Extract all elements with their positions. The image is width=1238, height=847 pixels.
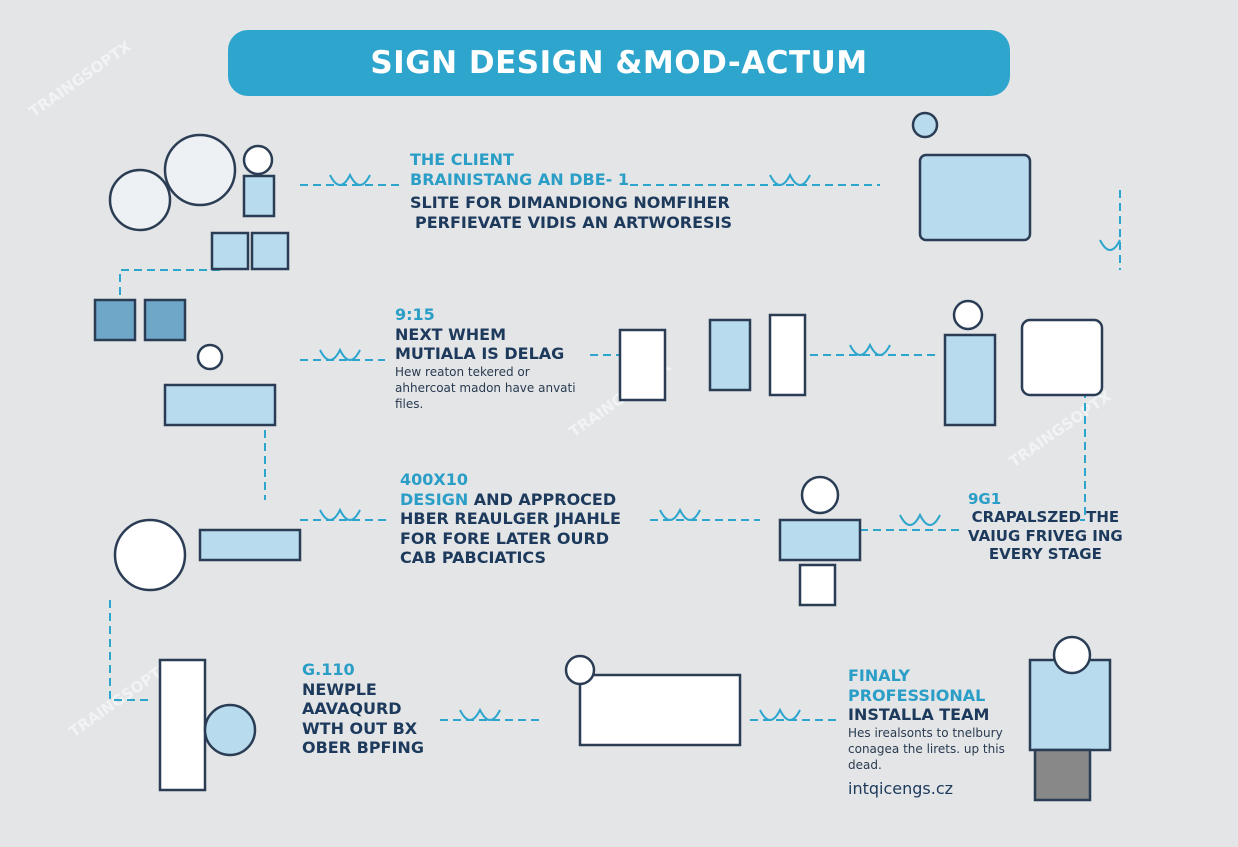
step-5-text: WTH OUT BX [302, 718, 418, 738]
step-6-subheading: INSTALLA TEAM [848, 705, 990, 725]
step-6-heading: PROFESSIONAL [848, 685, 986, 705]
step-2-note: files. [395, 396, 424, 411]
step-5-code: G.110 [302, 660, 355, 679]
step-3-code: 400X10 [400, 470, 468, 489]
step-2-heading: NEXT WHEM [395, 324, 507, 344]
step-3: 400X10 DESIGN AND APPROCED HBER REAULGER… [400, 470, 621, 568]
step-5-text: AAVAQURD [302, 699, 402, 719]
step-6-note: dead. [848, 757, 882, 772]
step-1: THE CLIENT BRAINISTANG AN DBE- 1 SLITE F… [410, 150, 732, 232]
step-2: 9:15 NEXT WHEM MUTIALA IS DELAG Hew reat… [395, 305, 576, 412]
step-1-text: SLITE FOR DIMANDIONG NOMFIHER [410, 193, 730, 213]
people-figures [93, 111, 1112, 802]
step-1-text: PERFIEVATE VIDIS AN ARTWORESIS [415, 212, 733, 232]
step-2-heading: MUTIALA IS DELAG [395, 344, 565, 364]
page-title: SIGN DESIGN &MOD-ACTUM [370, 45, 868, 81]
leaf-icons [319, 172, 1121, 721]
step-5: G.110 NEWPLE AAVAQURD WTH OUT BX OBER BP… [302, 660, 424, 758]
step-6-heading: FINALY [848, 666, 910, 685]
step-3-text: CAB PABCIATICS [400, 548, 546, 568]
step-4: 9G1 CRAPALSZED THE VAIUG FRIVEG ING EVER… [968, 490, 1123, 563]
step-3-text: FOR FORE LATER OURD [400, 528, 610, 548]
website-link[interactable]: intqicengs.cz [848, 779, 954, 799]
step-1-subheading: BRAINISTANG AN DBE- 1 [410, 169, 629, 189]
step-4-code: 9G1 [968, 490, 1002, 508]
step-5-text: NEWPLE [302, 679, 377, 699]
title-banner: SIGN DESIGN &MOD-ACTUM [228, 30, 1010, 96]
step-6-note: conagea the lirets. up this [848, 741, 1005, 756]
step-4-text: EVERY STAGE [988, 544, 1102, 563]
step-4-text: VAIUG FRIVEG ING [968, 526, 1123, 545]
step-4-text: CRAPALSZED THE [971, 508, 1120, 527]
step-3-accent: DESIGN [400, 489, 469, 509]
step-2-note: Hew reaton tekered or [395, 364, 530, 379]
step-1-heading: THE CLIENT [410, 150, 514, 169]
step-3-heading: AND APPROCED [473, 489, 617, 509]
step-6-note: Hes irealsonts to tnelbury [848, 725, 1003, 740]
step-2-note: ahhercoat madon have anvati [395, 380, 576, 395]
step-6: FINALY PROFESSIONAL INSTALLA TEAM Hes ir… [848, 666, 1005, 799]
step-2-code: 9:15 [395, 305, 435, 324]
step-5-text: OBER BPFING [302, 738, 424, 758]
step-3-text: HBER REAULGER JHAHLE [400, 509, 621, 529]
